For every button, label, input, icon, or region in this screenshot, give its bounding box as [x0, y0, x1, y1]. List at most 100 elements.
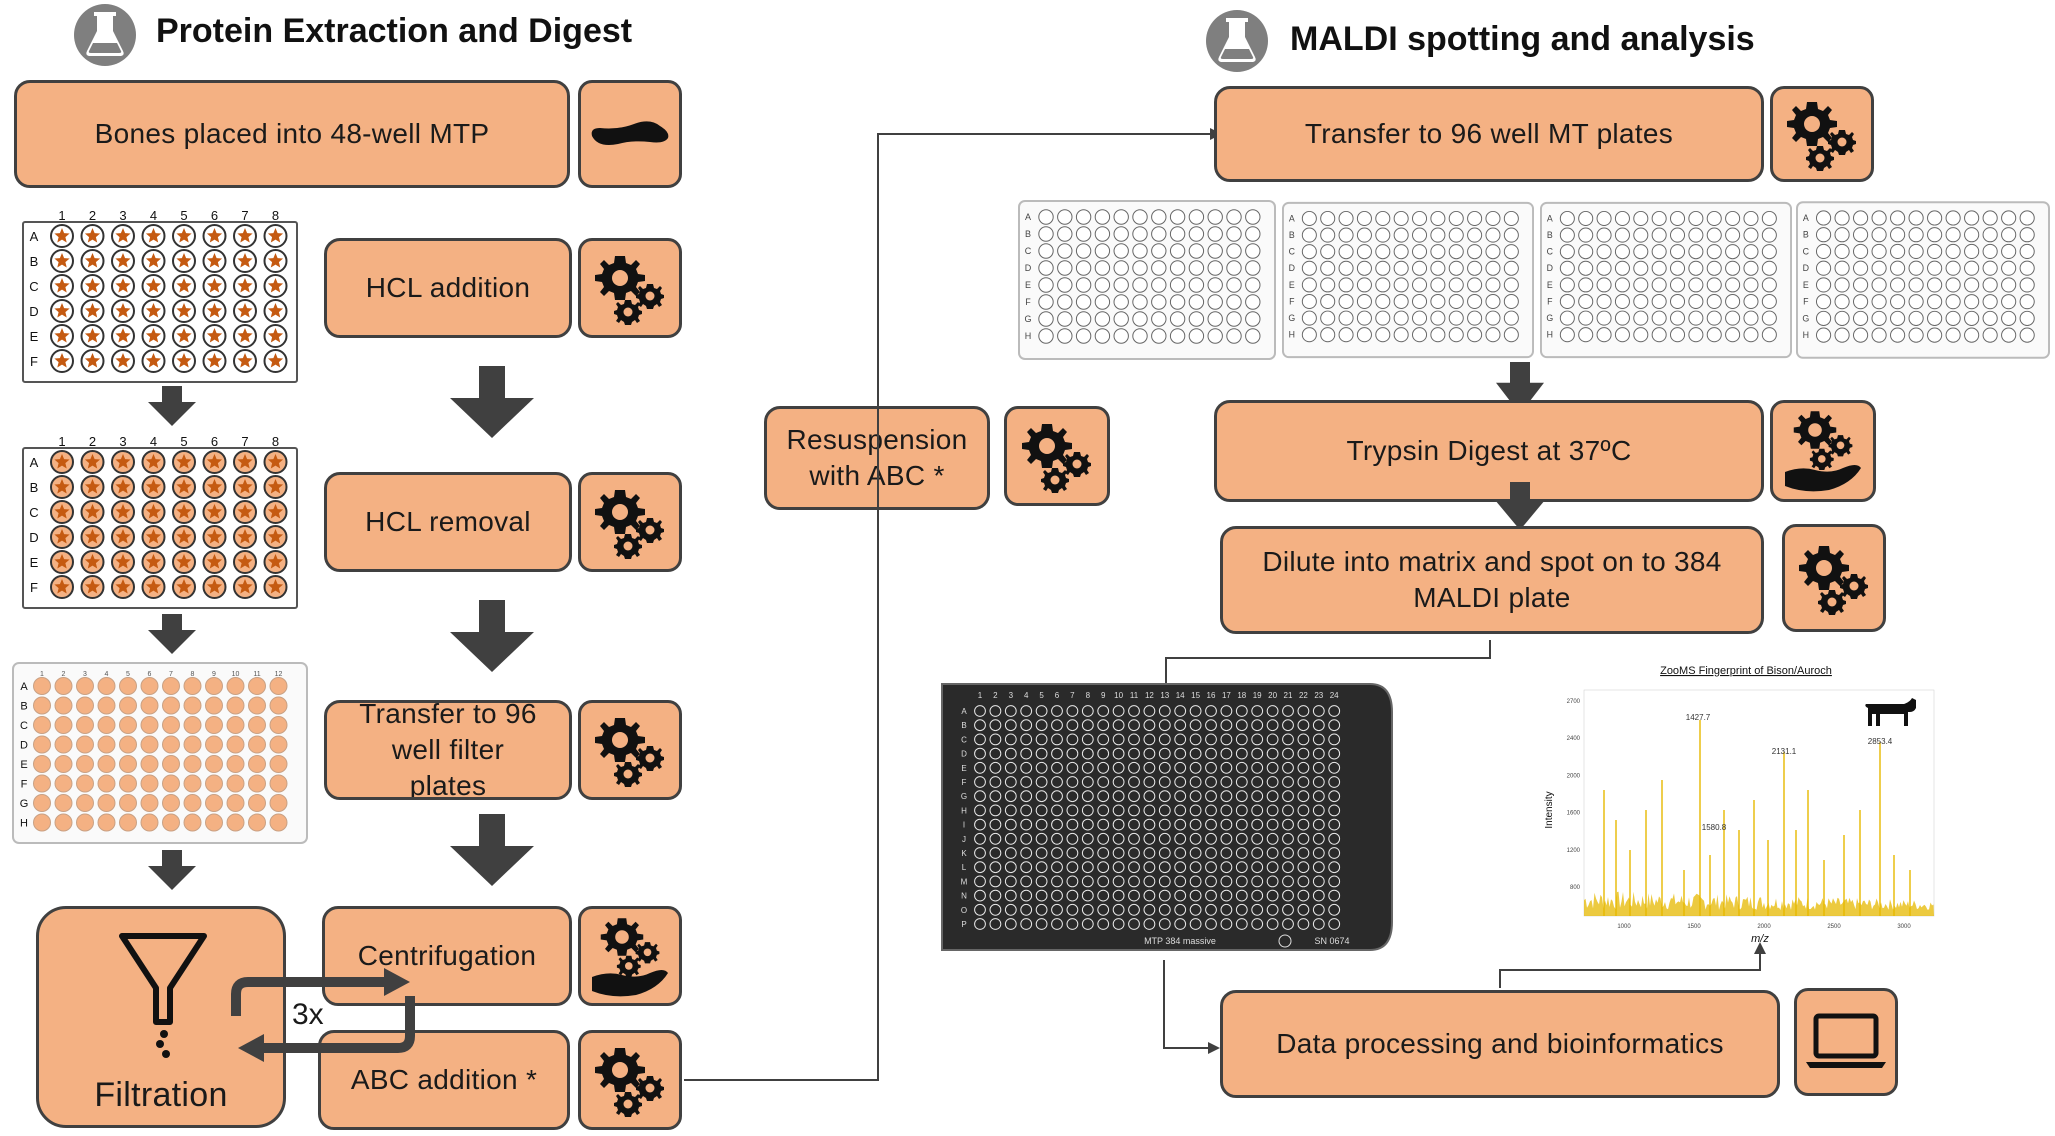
well — [1448, 277, 1464, 293]
gear-icon — [590, 710, 670, 790]
x-tick-label: 2000 — [1757, 924, 1771, 930]
well — [1761, 244, 1777, 260]
spot — [1174, 875, 1187, 888]
spot — [1297, 733, 1310, 746]
spot — [1081, 790, 1094, 803]
spot — [1035, 847, 1048, 859]
spot — [1251, 747, 1264, 760]
well — [1467, 227, 1483, 243]
spot — [1174, 818, 1187, 831]
well — [119, 755, 137, 773]
gear-hand-icon-box — [578, 906, 682, 1006]
bone-fragment — [145, 253, 162, 268]
well — [1057, 209, 1073, 225]
repeat-loop-arrow — [224, 966, 424, 1066]
well — [1853, 210, 1869, 226]
well — [1320, 310, 1336, 326]
spot — [1004, 889, 1017, 902]
spot — [1066, 847, 1079, 859]
bone-fragment — [237, 554, 253, 569]
spot — [1066, 875, 1079, 888]
bone-fragment — [237, 353, 253, 368]
well — [183, 774, 202, 793]
spot — [1266, 861, 1279, 874]
spot — [1328, 776, 1341, 788]
spot — [1097, 832, 1110, 845]
bone-fragment — [206, 278, 223, 293]
spot — [974, 761, 986, 774]
well — [1871, 327, 1887, 343]
spot — [1282, 903, 1294, 916]
well — [2001, 210, 2017, 226]
spot — [1266, 747, 1279, 760]
well — [269, 735, 288, 754]
well — [1485, 293, 1501, 310]
well — [1834, 294, 1850, 310]
spot — [1189, 776, 1202, 788]
well — [1467, 277, 1483, 293]
well — [1890, 210, 1906, 226]
well — [54, 813, 73, 832]
well — [1908, 243, 1924, 260]
spot — [1251, 832, 1264, 845]
well — [1945, 294, 1961, 310]
well — [119, 794, 137, 812]
spot — [1174, 705, 1187, 717]
well — [1908, 327, 1924, 343]
right-section-title: MALDI spotting and analysis — [1290, 20, 1755, 58]
well — [1578, 310, 1594, 326]
spot — [1220, 832, 1233, 845]
well — [1412, 227, 1428, 243]
spot — [1081, 804, 1094, 817]
well — [1945, 227, 1961, 243]
column-label: 4 — [150, 434, 157, 449]
step-filtration: Filtration — [36, 906, 286, 1128]
well — [97, 794, 116, 812]
column-label: 5 — [180, 434, 187, 449]
spot — [1004, 705, 1017, 717]
well — [33, 735, 51, 754]
spot — [1328, 832, 1341, 845]
well — [1890, 227, 1906, 243]
well — [1651, 227, 1667, 243]
well — [1688, 227, 1704, 243]
column-label: 12 — [275, 671, 283, 678]
spot — [1312, 705, 1325, 717]
well — [1356, 260, 1372, 276]
well — [1430, 210, 1446, 226]
well — [97, 735, 116, 754]
column-label: 3 — [119, 434, 126, 449]
spot — [1312, 790, 1325, 803]
well — [1338, 310, 1354, 326]
column-label: 8 — [1086, 691, 1091, 700]
spot — [1266, 790, 1279, 803]
spot — [1112, 733, 1125, 746]
well — [226, 755, 245, 773]
bone-fragment — [176, 228, 192, 243]
well — [269, 794, 288, 812]
well — [1207, 260, 1223, 276]
column-label: 2 — [62, 671, 66, 678]
spot — [1251, 847, 1264, 859]
spot — [1251, 719, 1264, 732]
well — [1908, 260, 1924, 276]
bone-fragment — [237, 529, 253, 544]
well — [1670, 260, 1686, 276]
well — [97, 755, 116, 773]
spot — [1266, 719, 1279, 732]
spot — [1282, 761, 1294, 774]
well — [1301, 210, 1317, 226]
spot — [1081, 861, 1094, 874]
well — [1207, 226, 1223, 242]
bone-fragment — [267, 479, 284, 494]
well — [2019, 260, 2035, 276]
well — [1226, 277, 1242, 293]
spot — [1020, 705, 1033, 717]
well — [1743, 277, 1759, 293]
spot — [1158, 918, 1171, 930]
down-arrow — [142, 850, 202, 898]
well — [205, 716, 223, 734]
bone-fragment — [54, 579, 70, 594]
bone-fragment — [237, 479, 253, 494]
spot — [1282, 918, 1294, 930]
